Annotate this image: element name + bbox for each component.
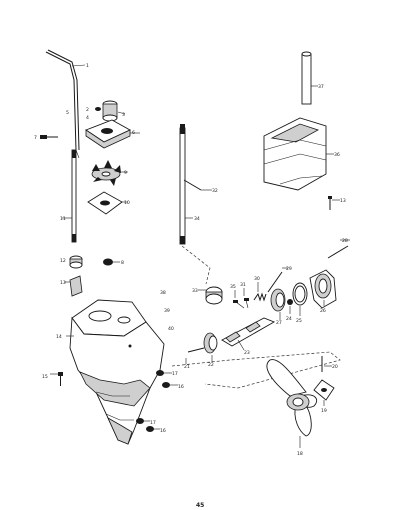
- pin-20: [321, 356, 332, 372]
- label-21: 21: [184, 364, 190, 370]
- screw-13-right: [328, 196, 340, 210]
- label-31: 31: [240, 282, 246, 288]
- label-15: 15: [42, 374, 48, 380]
- shift-rod: [45, 49, 86, 159]
- label-17b: 17: [150, 420, 156, 426]
- label-33: 33: [192, 288, 198, 294]
- propeller-18: [266, 359, 318, 448]
- label-18: 18: [297, 451, 303, 457]
- shift-parts-31-35: [233, 288, 249, 309]
- seal-25: [292, 282, 308, 316]
- label-32: 32: [212, 188, 218, 194]
- label-34: 34: [194, 216, 200, 222]
- label-30: 30: [254, 276, 260, 282]
- nut-8: [103, 258, 120, 266]
- pin-32: [183, 179, 212, 191]
- alignment-line-lower: [171, 351, 341, 389]
- bolt-28: [327, 239, 350, 259]
- label-23: 23: [244, 350, 250, 356]
- label-28: 28: [342, 238, 348, 244]
- nut-19: [313, 379, 335, 406]
- label-16b: 16: [160, 428, 166, 434]
- pinion-33: [198, 286, 223, 305]
- plug-17-upper: [156, 370, 172, 376]
- water-tube-2-3: [95, 100, 126, 122]
- label-25: 25: [296, 318, 302, 324]
- label-29: 29: [286, 266, 292, 272]
- label-13a: 13: [60, 280, 66, 286]
- adapter-36: [263, 117, 334, 191]
- plate-10: [87, 191, 128, 215]
- label-39: 39: [164, 308, 170, 314]
- callout-labels: 1 2 3 4 5 6 7 8 9 10 11 12 13 13 14 15 1…: [34, 63, 348, 457]
- label-1: 1: [86, 63, 89, 69]
- impeller-9: [91, 160, 128, 186]
- label-14: 14: [56, 334, 62, 340]
- gear-housing-14: [66, 299, 165, 445]
- label-13b: 13: [340, 198, 346, 204]
- label-35: 35: [230, 284, 236, 290]
- label-4: 4: [86, 115, 89, 121]
- label-20: 20: [332, 364, 338, 370]
- pin-29: [267, 267, 288, 293]
- label-17a: 17: [172, 371, 178, 377]
- label-38: 38: [160, 290, 166, 296]
- plug-16-lower: [146, 426, 160, 432]
- plug-17-lower: [136, 418, 150, 424]
- spring-30: [253, 282, 267, 302]
- label-40: 40: [168, 326, 174, 332]
- drive-shaft-11: [62, 149, 77, 243]
- label-27: 27: [276, 320, 282, 326]
- label-22: 22: [208, 362, 214, 368]
- label-11: 11: [60, 216, 66, 222]
- pin-21: [185, 347, 205, 364]
- label-9: 9: [124, 170, 127, 176]
- label-5: 5: [66, 110, 69, 116]
- exhaust-tube-37: [301, 51, 318, 105]
- label-10: 10: [124, 200, 130, 206]
- alignment-line-upper: [181, 245, 211, 285]
- label-3: 3: [122, 112, 125, 118]
- label-19: 19: [321, 408, 327, 414]
- gear-24-27: [270, 288, 293, 320]
- label-12: 12: [60, 258, 66, 264]
- seal-12: [69, 255, 83, 269]
- label-7: 7: [34, 135, 37, 141]
- gear-22: [203, 332, 218, 362]
- label-24: 24: [286, 316, 292, 322]
- bolt-7: [40, 135, 58, 139]
- bearing-13: [64, 275, 83, 297]
- page-number: 45: [196, 502, 204, 509]
- label-6: 6: [132, 130, 135, 136]
- label-37: 37: [318, 84, 324, 90]
- stud-34: [179, 124, 193, 245]
- label-26: 26: [320, 308, 326, 314]
- label-8: 8: [121, 260, 124, 266]
- propeller-shaft-23: [221, 317, 276, 351]
- label-16a: 16: [178, 384, 184, 390]
- label-2: 2: [86, 107, 89, 113]
- pump-housing-6: [85, 119, 140, 149]
- bearing-carrier-26: [309, 269, 337, 309]
- plug-16-upper: [162, 382, 178, 388]
- bolt-15: [50, 372, 63, 386]
- label-36: 36: [334, 152, 340, 158]
